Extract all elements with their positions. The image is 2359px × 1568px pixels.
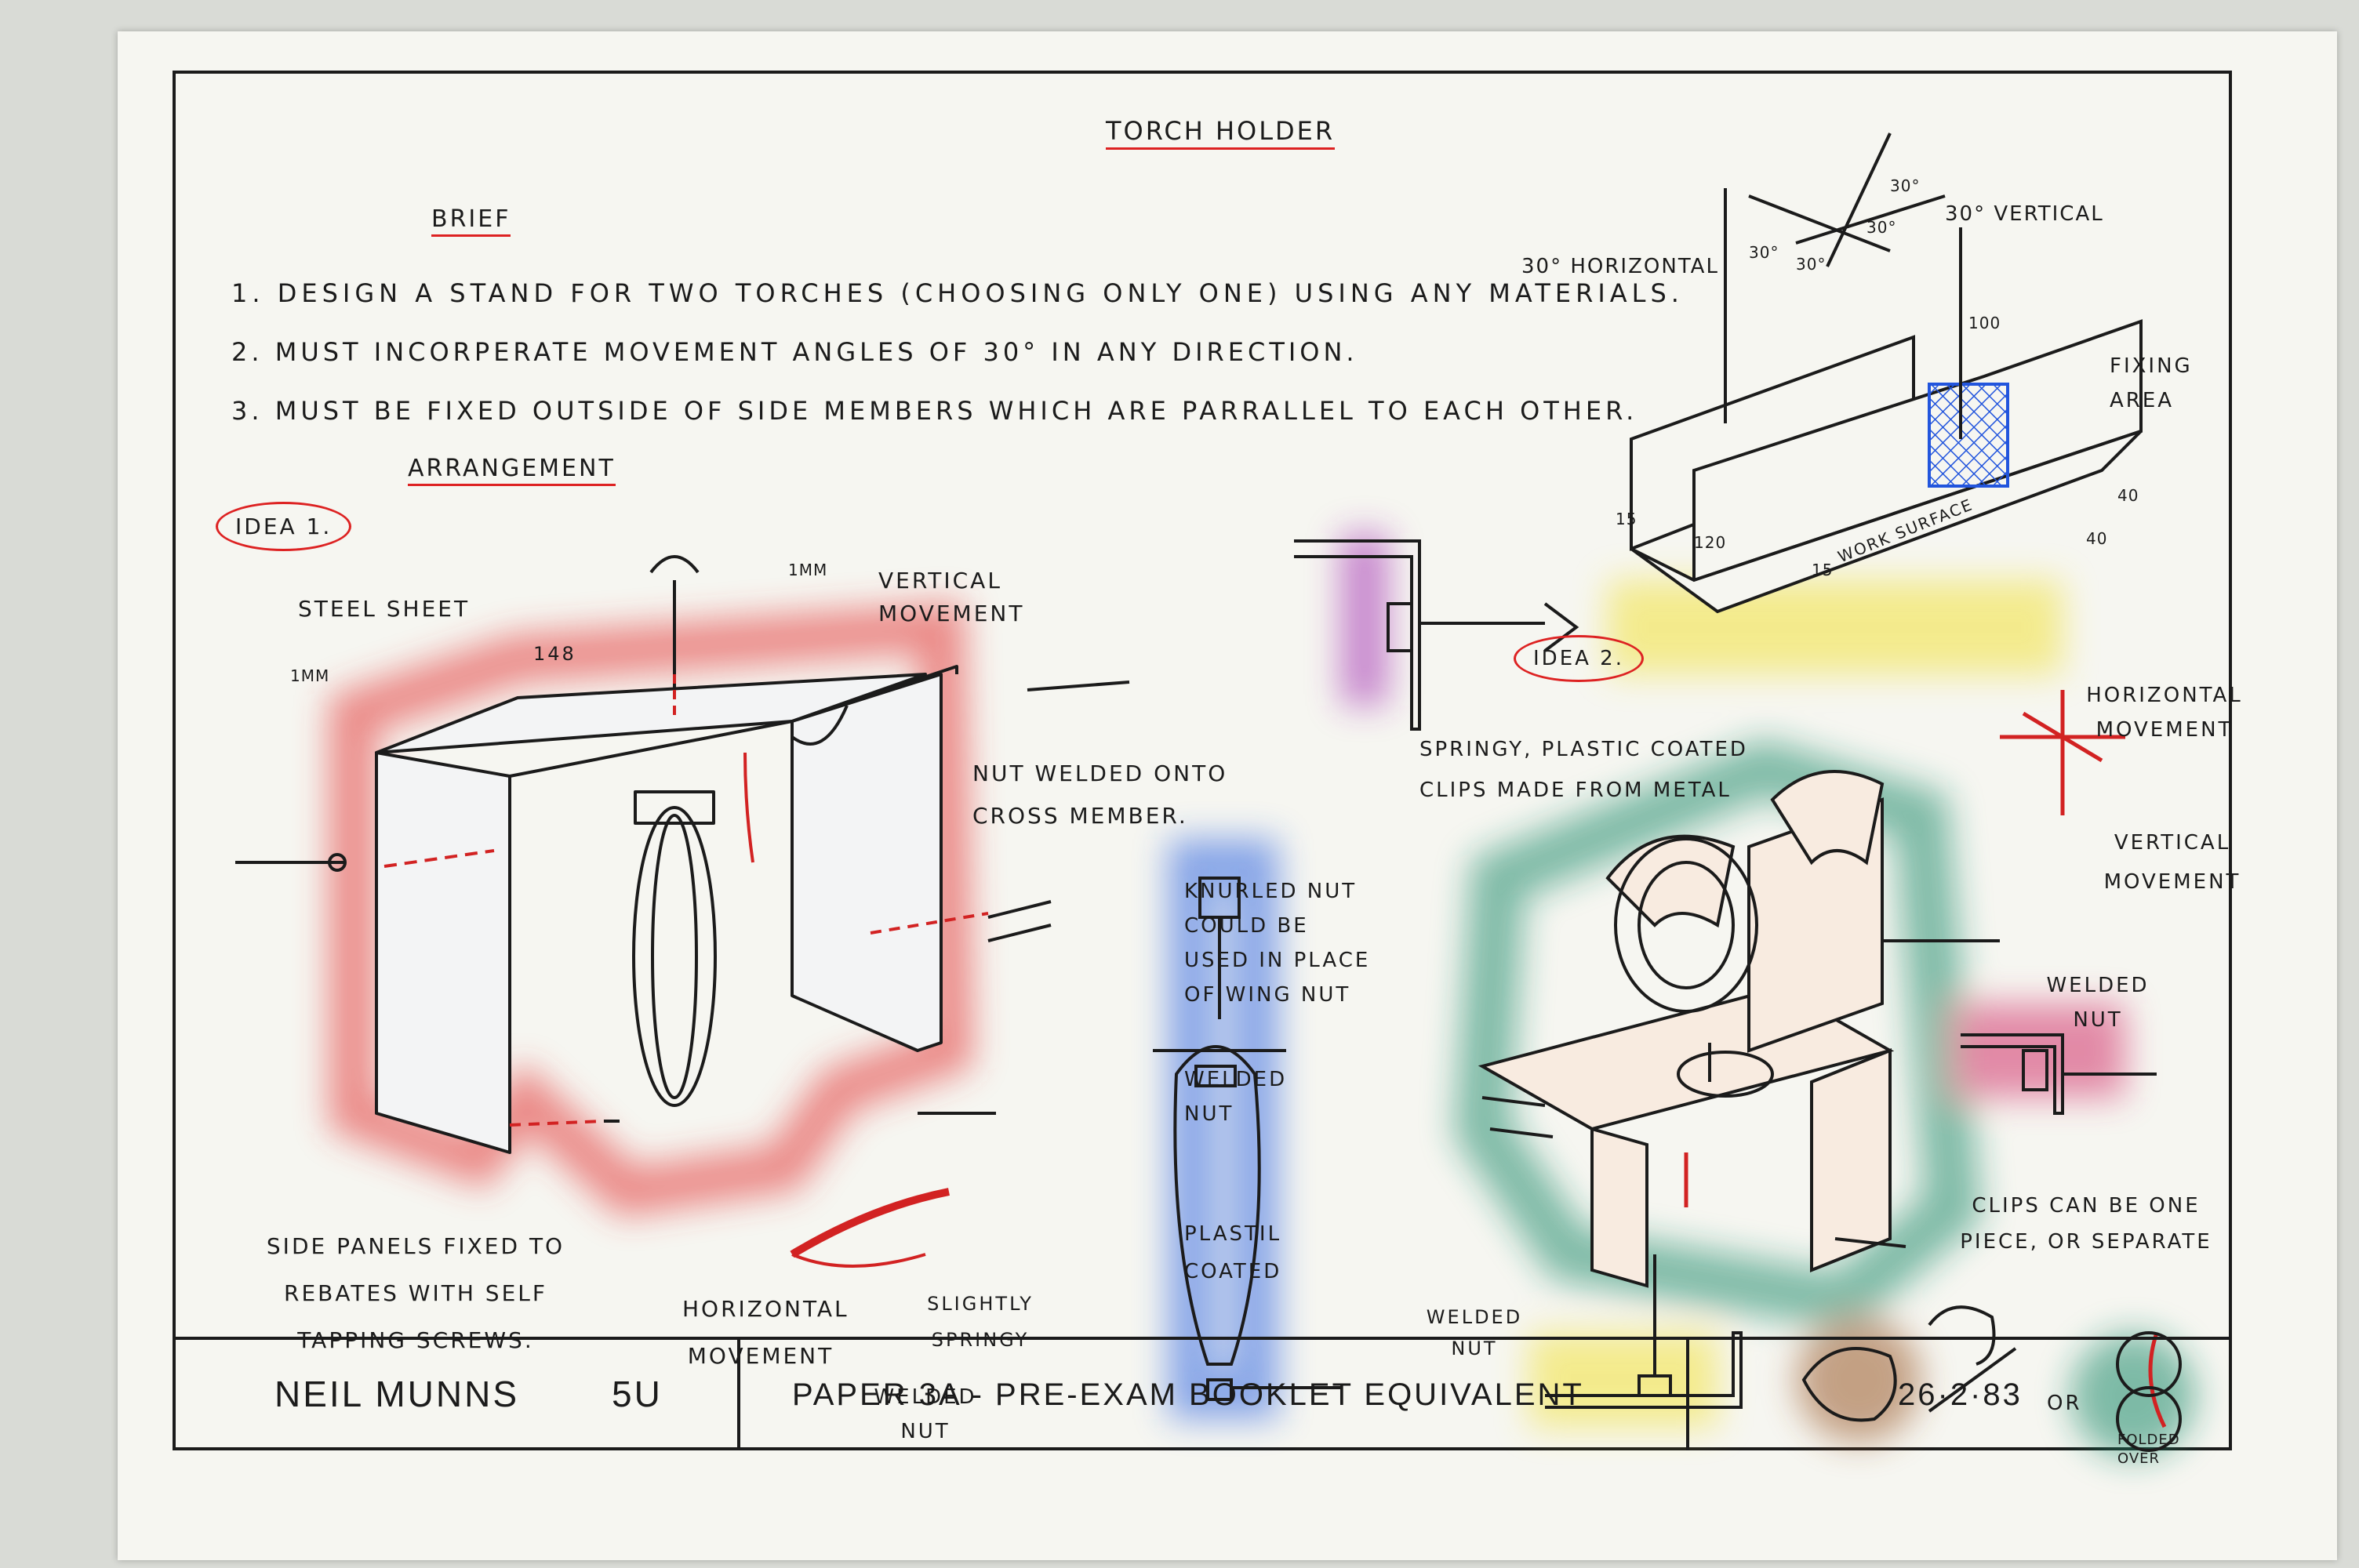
steel-sheet-label: STEEL SHEET (298, 596, 471, 622)
idea2-label: IDEA 2. (1514, 635, 1644, 682)
horizontal-movement-label-2: HORIZONTAL MOVEMENT (2086, 684, 2243, 742)
clips-note-label: CLIPS CAN BE ONE PIECE, OR SEPARATE (1960, 1194, 2212, 1254)
angle-30d: 30° (1866, 218, 1897, 237)
or-label: OR (2047, 1392, 2082, 1415)
dim-1mm-top: 1mm (788, 561, 828, 579)
angle-30c: 30° (1796, 255, 1826, 274)
drawing-title: TORCH HOLDER (1106, 116, 1336, 150)
slightly-springy-label: SLIGHTLY SPRINGY (927, 1293, 1034, 1351)
dim-15a: 15 (1616, 510, 1637, 528)
idea2-red-arrows (1684, 690, 2167, 1428)
dim-40b: 40 (2086, 529, 2108, 548)
title-block-divider (737, 1340, 740, 1450)
nut-detail-sketch (1294, 539, 1579, 731)
vertical-movement-label-1: VERTICAL MOVEMENT (878, 568, 1025, 626)
angle-30a: 30° (1890, 176, 1921, 195)
welded-nut-label-2: WELDED NUT (874, 1385, 977, 1443)
folded-over-label: FOLDED OVER (2117, 1432, 2180, 1467)
drawing-border (173, 71, 2232, 1450)
dim-148: 148 (533, 643, 576, 665)
brief-heading: BRIEF (431, 205, 511, 237)
brief-item-3: 3. MUST BE FIXED OUTSIDE OF SIDE MEMBERS… (231, 396, 1638, 426)
small-detail-sketches (1545, 1033, 2182, 1452)
springy-clips-label: SPRINGY, PLASTIC COATED CLIPS MADE FROM … (1419, 738, 1748, 802)
vertical-movement-label-2: VERTICAL MOVEMENT (2103, 831, 2241, 894)
welded-nut-label-bottom: WELDED NUT (1426, 1306, 1523, 1359)
drawing-sheet: TORCH HOLDER BRIEF 1. DESIGN A STAND FOR… (118, 31, 2337, 1560)
horizontal-30-label: 30° HORIZONTAL (1521, 255, 1719, 278)
dim-100: 100 (1968, 314, 2001, 332)
side-panels-label: SIDE PANELS FIXED TO REBATES WITH SELF T… (266, 1233, 565, 1353)
plastic-coated-label: PLASTIL COATED (1184, 1222, 1282, 1283)
brief-item-2: 2. MUST INCORPERATE MOVEMENT ANGLES OF 3… (231, 337, 1358, 367)
sketch-artwork (235, 132, 2196, 1458)
student-name: NEIL MUNNS (274, 1374, 519, 1414)
dim-15b: 15 (1812, 561, 1834, 579)
nut-welded-label: NUT WELDED ONTO CROSS MEMBER. (972, 760, 1228, 829)
student-form: 5U (612, 1374, 663, 1414)
idea1-label: IDEA 1. (216, 502, 352, 551)
title-block-divider (1686, 1340, 1689, 1450)
idea2-stand-sketch (1478, 770, 2000, 1288)
brief-item-1: 1. DESIGN A STAND FOR TWO TORCHES (CHOOS… (231, 278, 1684, 308)
angle-30b: 30° (1749, 243, 1779, 262)
idea1-red-marks (383, 674, 989, 1268)
dim-1mm-left: 1mm (290, 666, 330, 685)
dim-120: 120 (1694, 533, 1727, 552)
paper-title: PAPER 3A - PRE-EXAM BOOKLET EQUIVALENT (792, 1377, 1584, 1412)
dim-40a: 40 (2117, 486, 2139, 505)
fixing-area-label: FIXING AREA (2110, 354, 2193, 412)
drawing-date: 26·2·83 (1898, 1377, 2023, 1412)
welded-nut-label-right: WELDED NUT (2046, 974, 2150, 1032)
welded-nut-label-1: WELDED NUT (1184, 1068, 1288, 1126)
fixing-area-diagram (1630, 132, 2143, 614)
title-block: NEIL MUNNS 5U PAPER 3A - PRE-EXAM BOOKLE… (173, 1337, 2232, 1450)
arrangement-heading: ARRANGEMENT (408, 455, 616, 486)
knurled-nut-label: KNURLED NUT COULD BE USED IN PLACE OF WI… (1184, 880, 1371, 1007)
vertical-30-label: 30° VERTICAL (1945, 202, 2104, 226)
clip-detail-sketch (1153, 877, 1341, 1401)
horizontal-movement-label-1: HORIZONTAL MOVEMENT (682, 1296, 849, 1369)
